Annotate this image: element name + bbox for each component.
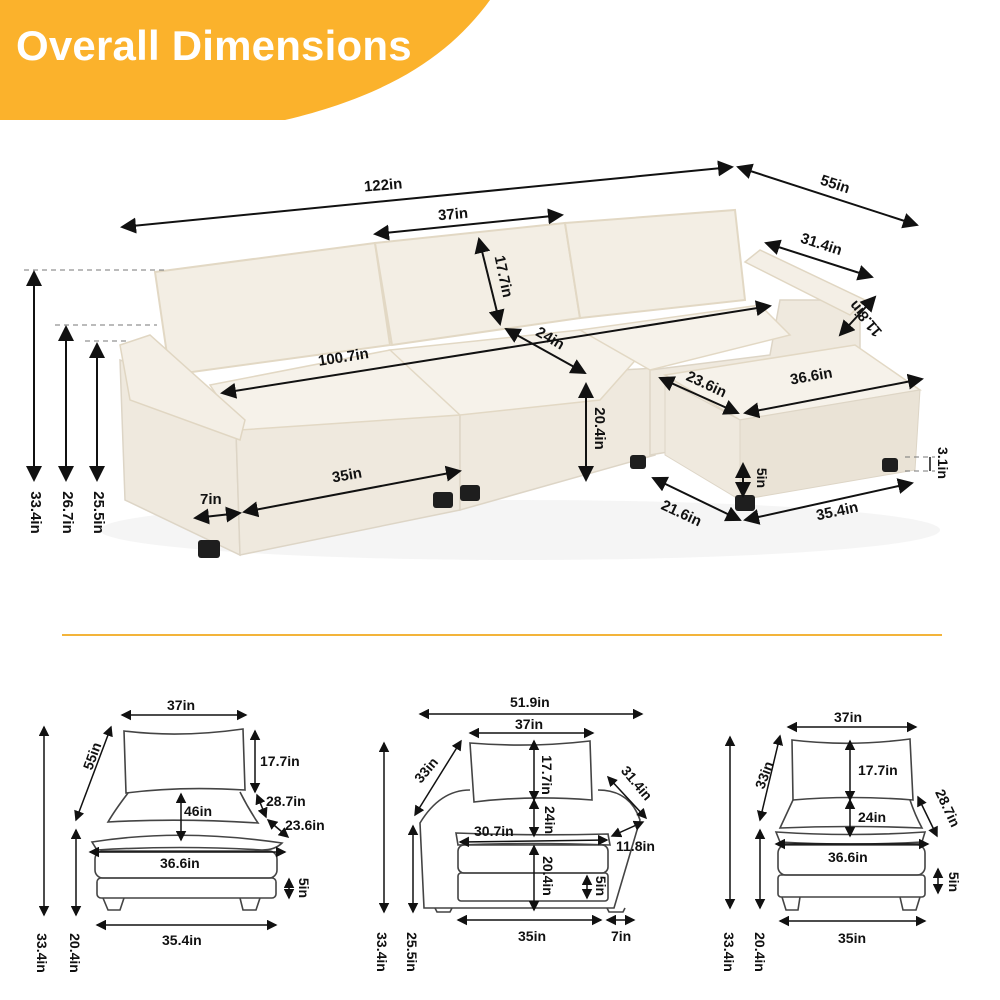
m1-inner-depth: 46in <box>184 803 213 819</box>
dim-arm-width: 7in <box>200 491 222 508</box>
m2-seat-depth: 24in <box>542 805 559 835</box>
title-banner <box>0 0 490 120</box>
m1-back-height: 17.7in <box>260 753 300 769</box>
m3-total-height: 33.4in <box>720 932 737 972</box>
m3-base-height: 5in <box>946 871 963 893</box>
m2-base-height: 5in <box>593 875 610 897</box>
module-1-dims <box>38 709 295 931</box>
m3-back-height: 17.7in <box>858 762 898 778</box>
m3-seat-height: 20.4in <box>751 932 768 972</box>
m3-seat-depth: 24in <box>858 809 887 825</box>
m2-width-top: 37in <box>515 716 544 732</box>
m1-base-height: 5in <box>296 877 313 899</box>
m1-cushion-depth: 23.6in <box>285 817 325 833</box>
m2-arm-width: 7in <box>611 928 632 944</box>
m2-seat-width: 30.7in <box>474 823 514 839</box>
m2-total-width: 51.9in <box>510 694 550 710</box>
sofa-illustration <box>24 160 940 560</box>
m1-base-width: 35.4in <box>162 932 202 948</box>
m3-base-width: 35in <box>838 930 867 946</box>
module-1-outline <box>90 728 284 911</box>
m2-arm-height: 11.8in <box>616 838 655 854</box>
m1-side-depth: 28.7in <box>266 793 306 809</box>
m2-total-height: 33.4in <box>373 932 390 972</box>
m1-total-height: 33.4in <box>33 933 50 973</box>
m1-seat-height: 20.4in <box>66 933 83 973</box>
m2-seat-height: 20.4in <box>539 856 556 896</box>
m3-cushion-width: 36.6in <box>828 849 868 865</box>
module-2-dims <box>378 708 648 926</box>
m2-back-height: 17.7in <box>538 755 555 795</box>
section-divider <box>62 634 942 636</box>
m2-base-width: 35in <box>518 928 547 944</box>
m1-width-top: 37in <box>167 697 196 713</box>
m3-width-top: 37in <box>834 709 863 725</box>
m2-arm-top-height: 25.5in <box>403 932 420 972</box>
page-title: Overall Dimensions <box>16 22 412 69</box>
module-3-dims <box>724 721 944 927</box>
m1-cushion-width: 36.6in <box>160 855 200 871</box>
left-arm <box>119 334 246 441</box>
